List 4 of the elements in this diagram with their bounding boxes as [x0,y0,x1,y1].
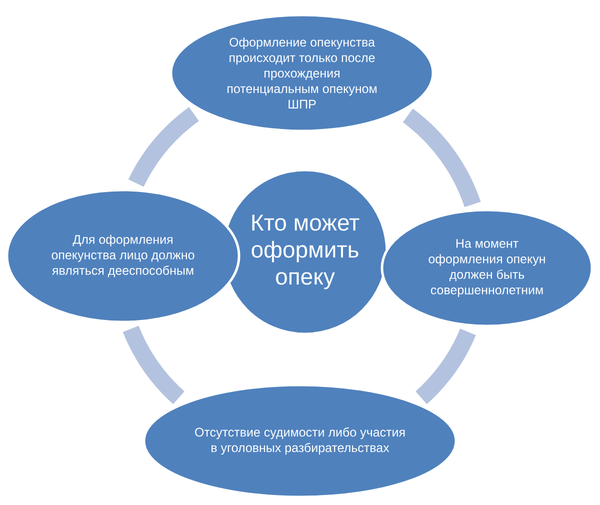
arc-connector [122,326,185,404]
arc-connector [402,108,481,208]
arc-connector [128,107,200,187]
arc-connector [415,328,476,404]
